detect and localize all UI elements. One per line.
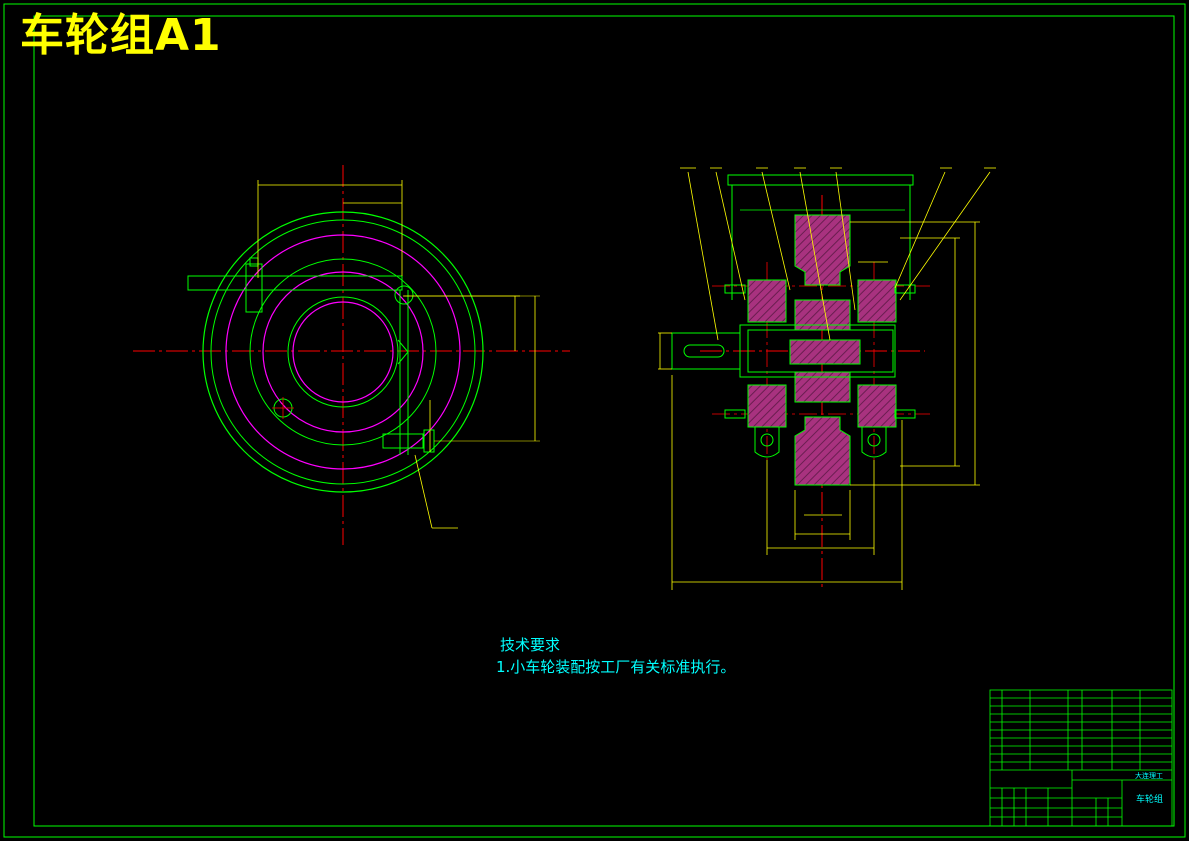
title-block (989, 689, 1173, 827)
title-block-part-name: 车轮组 (1136, 795, 1164, 805)
left-end-view (133, 165, 570, 545)
tech-requirement-item: 1.小车轮装配按工厂有关标准执行。 (496, 658, 736, 676)
drawing-title: 车轮组A1 (20, 10, 222, 61)
title-block-school: 大连理工 (1135, 772, 1163, 780)
right-section-view (658, 167, 996, 590)
tech-requirements-heading: 技术要求 (500, 636, 561, 654)
outer-border (3, 3, 1186, 838)
inner-frame (33, 15, 1175, 827)
